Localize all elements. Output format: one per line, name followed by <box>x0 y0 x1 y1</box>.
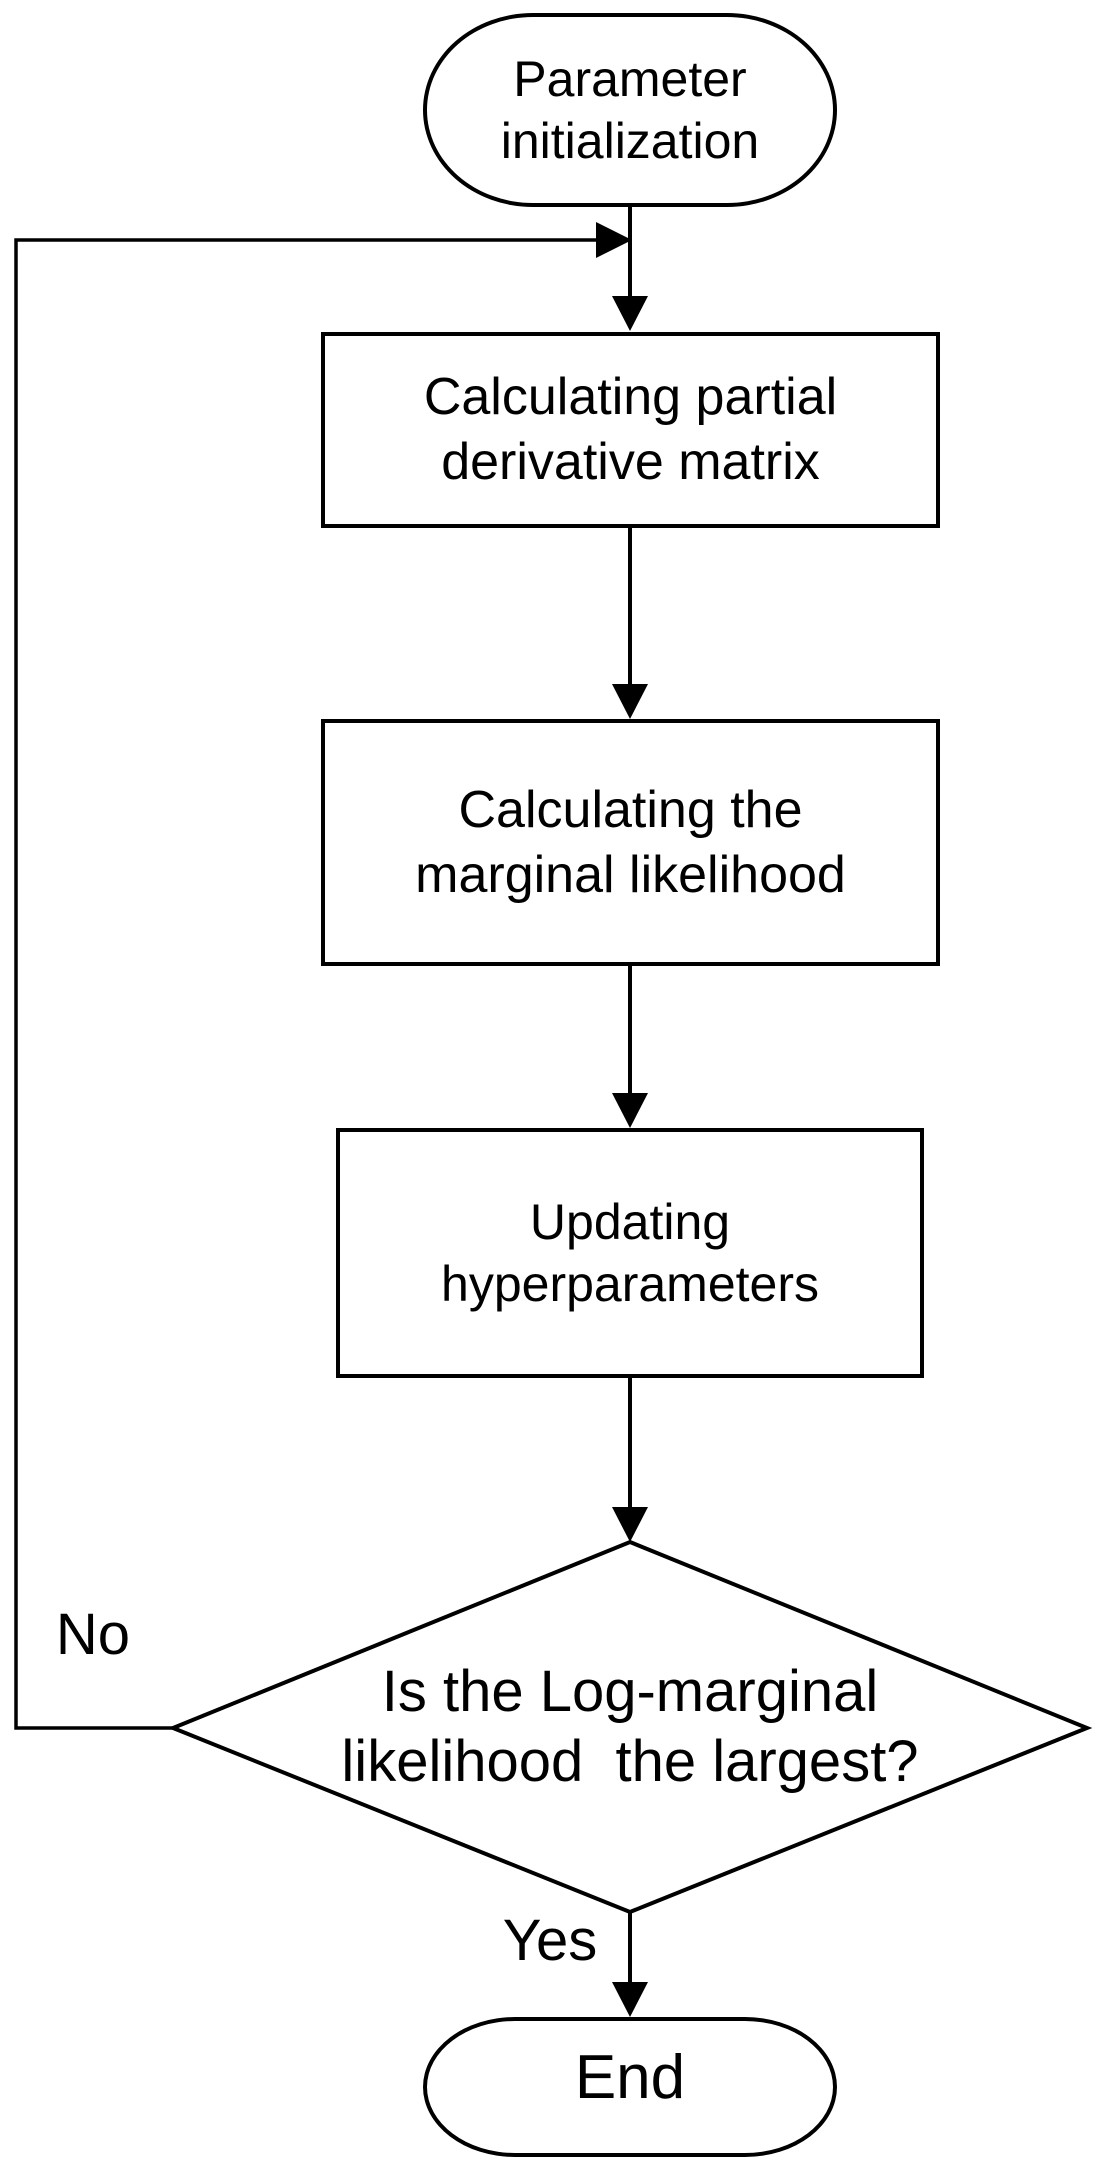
node-text-line: marginal likelihood <box>415 845 846 904</box>
process-step2-node: Calculating the marginal likelihood <box>321 719 940 966</box>
node-text-line: Calculating partial <box>423 368 838 426</box>
start-terminator-node: Parameter initialization <box>423 13 837 207</box>
arrowhead-into-step2 <box>612 684 648 719</box>
node-text-line: hyperparameters <box>441 1256 819 1312</box>
node-text-line: Updating <box>529 1193 731 1250</box>
node-text-line: initialization <box>500 113 760 169</box>
no-branch-label: No <box>55 1602 131 1667</box>
arrowhead-into-step3 <box>612 1093 648 1128</box>
node-text-line: likelihood the largest? <box>341 1729 919 1794</box>
yes-branch-label: Yes <box>502 1908 598 1973</box>
process-step1-node: Calculating partial derivative matrix <box>321 332 940 528</box>
node-text-line: End <box>574 2043 686 2113</box>
node-text-line: Is the Log-marginal <box>381 1659 879 1724</box>
node-text-line: Parameter <box>513 50 747 107</box>
node-text-line: derivative matrix <box>441 433 820 491</box>
decision-node-label: Is the Log-marginal likelihood the large… <box>230 1657 1030 1797</box>
arrowhead-into-step1 <box>612 296 648 331</box>
arrowhead-feedback-junction <box>596 222 632 258</box>
decision-diamond-shape <box>167 1539 1093 1915</box>
node-text-line: Calculating the <box>458 780 803 839</box>
arrowhead-into-decision <box>612 1507 648 1542</box>
no-feedback-edge <box>14 238 598 1730</box>
end-terminator-node: End <box>423 2017 837 2157</box>
arrowhead-into-end <box>612 1982 648 2017</box>
process-step3-node: Updating hyperparameters <box>336 1128 924 1378</box>
